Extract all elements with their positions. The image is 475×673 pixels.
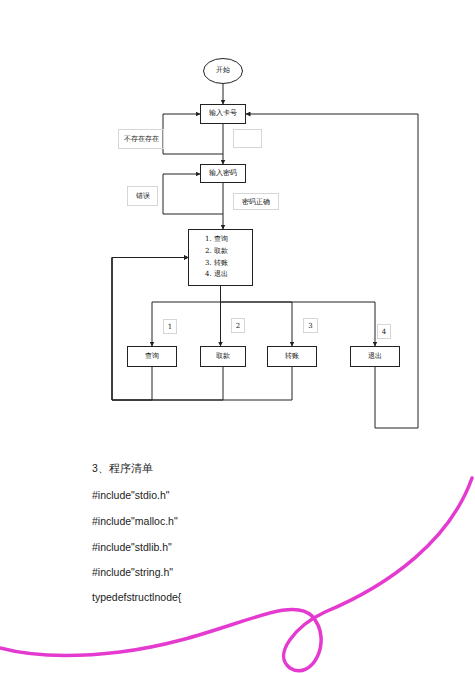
flow-connector: [112, 258, 188, 401]
callout-number: 1: [163, 319, 177, 334]
code-line: #include"stdio.h": [92, 487, 392, 502]
node-text: 输入密码: [209, 170, 237, 178]
start-oval: 开始: [203, 58, 243, 84]
node-text: 转账: [285, 353, 299, 361]
menu-item: 2. 取款: [205, 248, 228, 256]
code-line: #include"string.h": [92, 564, 392, 579]
code-line: typedefstructlnode{: [92, 589, 392, 604]
flow-connector: [112, 258, 292, 401]
flow-connector: [152, 286, 221, 346]
section-heading: 3、程序清单: [92, 461, 392, 476]
branch-label: 不存在存在: [118, 129, 164, 149]
process-box: 输入密码: [200, 164, 246, 183]
flow-connector: [223, 183, 224, 229]
callout-number: 3: [303, 318, 318, 333]
flow-connector: [246, 114, 418, 428]
process-box: 取款: [200, 346, 246, 367]
process-box: 退出: [350, 346, 400, 367]
branch-label: 密码正确: [233, 193, 279, 210]
callout-number: 2: [231, 318, 245, 333]
flow-connector: [221, 286, 376, 346]
process-box: 输入卡号: [200, 104, 246, 124]
flow-connector: [221, 286, 293, 346]
code-line: #include"malloc.h": [92, 513, 392, 528]
node-text: 退出: [368, 353, 382, 361]
flow-connector: [220, 286, 221, 346]
node-text: 输入卡号: [209, 110, 237, 118]
callout-number: 4: [377, 324, 391, 339]
node-text: 查询: [145, 353, 159, 361]
node-text: 取款: [216, 353, 230, 361]
flow-connector: [223, 84, 224, 104]
menu-item: 1. 查询: [205, 236, 228, 244]
menu-box: 1. 查询 2. 取款 3. 转账 4. 退出: [188, 229, 253, 286]
flow-connector: [223, 124, 224, 164]
branch-label: 错误: [127, 186, 158, 206]
process-box: 查询: [127, 346, 177, 367]
code-line: #include"stdlib.h": [92, 539, 392, 554]
menu-item: 3. 转账: [205, 260, 228, 268]
decorative-curve: [0, 478, 472, 671]
node-text: 开始: [216, 67, 230, 75]
flow-connector: [112, 258, 223, 401]
process-box: 转账: [267, 346, 317, 367]
empty-box: [234, 130, 262, 148]
menu-item: 4. 退出: [205, 271, 228, 279]
